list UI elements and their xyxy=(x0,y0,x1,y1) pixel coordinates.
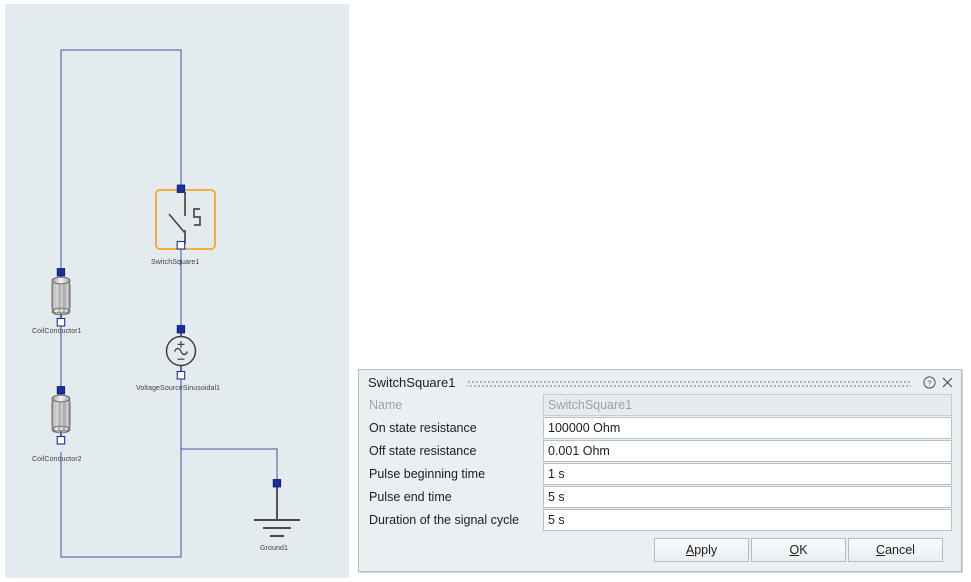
coil1-port-top[interactable] xyxy=(56,268,66,277)
component-ground-1[interactable] xyxy=(254,479,300,538)
plus-icon xyxy=(177,341,185,348)
label-switch-square-1: SwitchSquare1 xyxy=(151,259,200,266)
coil2-striping xyxy=(55,401,67,428)
off-state-resistance-field[interactable]: 0.001 Ohm xyxy=(543,440,952,462)
source-port-bottom[interactable] xyxy=(176,370,186,380)
wire-top-rail xyxy=(60,49,182,272)
switch-blade xyxy=(168,213,186,234)
source-circle xyxy=(165,335,197,367)
circuit-diagram[interactable] xyxy=(5,4,349,578)
coil2-port-top[interactable] xyxy=(56,386,66,395)
label-spacer xyxy=(489,463,543,485)
coil1-striping xyxy=(55,283,67,310)
dialog-field-list: Name SwitchSquare1 On state resistance 1… xyxy=(359,394,961,571)
coil1-top-cap xyxy=(51,276,71,285)
field-row-pulse-beginning-time: Pulse beginning time 1 s xyxy=(369,463,952,485)
titlebar-drag-grip[interactable] xyxy=(467,378,911,388)
apply-mnemonic: A xyxy=(685,543,695,557)
ok-mnemonic: O xyxy=(789,543,800,557)
label-coil-conductor-2: CoilConductor2 xyxy=(32,456,82,463)
switch-port-bottom[interactable] xyxy=(176,240,186,250)
component-switch-square-1[interactable] xyxy=(155,184,216,250)
component-coil-conductor-2[interactable] xyxy=(51,386,71,445)
cancel-mnemonic: C xyxy=(876,543,886,557)
diagram-canvas[interactable]: SwitchSquare1 CoilConductor1 CoilConduct… xyxy=(5,4,349,578)
label-voltage-source-sinusoidal-1: VoltageSourceSinusoidal1 xyxy=(136,385,221,392)
close-icon[interactable] xyxy=(939,374,955,390)
apply-label-rest: pply xyxy=(694,543,718,557)
component-voltage-source-sinusoidal-1[interactable] xyxy=(165,325,197,380)
label-ground-1: Ground1 xyxy=(260,545,288,552)
dialog-button-bar: Apply OK Cancel xyxy=(369,532,952,562)
apply-button[interactable]: Apply xyxy=(654,538,749,562)
coil1-port-bottom[interactable] xyxy=(56,317,66,327)
label-spacer xyxy=(481,417,543,439)
wire-to-ground xyxy=(181,448,278,483)
pulse-beginning-time-field[interactable]: 1 s xyxy=(543,463,952,485)
name-field: SwitchSquare1 xyxy=(543,394,952,416)
field-row-name: Name SwitchSquare1 xyxy=(369,394,952,416)
label-coil-conductor-1: CoilConductor1 xyxy=(32,328,82,335)
coil2-top-cap xyxy=(51,394,71,403)
square-wave-icon xyxy=(193,208,201,226)
field-label-name: Name xyxy=(369,398,403,412)
field-label-pulse-end-time: Pulse end time xyxy=(369,490,452,504)
field-row-off-state-resistance: Off state resistance 0.001 Ohm xyxy=(369,440,952,462)
switch-port-top[interactable] xyxy=(176,184,186,193)
ground-port[interactable] xyxy=(272,479,282,488)
ok-label-rest: K xyxy=(799,543,808,557)
field-label-pulse-beginning-time: Pulse beginning time xyxy=(369,467,486,481)
svg-text:?: ? xyxy=(927,378,931,387)
field-label-off-state-resistance: Off state resistance xyxy=(369,444,477,458)
field-row-on-state-resistance: On state resistance 100000 Ohm xyxy=(369,417,952,439)
dialog-titlebar[interactable]: SwitchSquare1 ? xyxy=(359,370,961,394)
wires xyxy=(60,49,278,558)
component-coil-conductor-1[interactable] xyxy=(51,268,71,327)
ok-button[interactable]: OK xyxy=(751,538,846,562)
cancel-label-rest: ancel xyxy=(885,543,915,557)
pulse-end-time-field[interactable]: 5 s xyxy=(543,486,952,508)
label-spacer xyxy=(406,394,543,416)
dialog-title: SwitchSquare1 xyxy=(368,374,456,390)
field-row-duration-of-the-signal-cycle: Duration of the signal cycle 5 s xyxy=(369,509,952,531)
on-state-resistance-field[interactable]: 100000 Ohm xyxy=(543,417,952,439)
duration-of-the-signal-cycle-field[interactable]: 5 s xyxy=(543,509,952,531)
switch-selection-box xyxy=(155,189,216,250)
sine-wave-icon xyxy=(173,347,189,356)
field-label-duration-of-the-signal-cycle: Duration of the signal cycle xyxy=(369,513,520,527)
label-spacer xyxy=(456,486,543,508)
field-label-on-state-resistance: On state resistance xyxy=(369,421,477,435)
wire-source-to-coil2 xyxy=(60,375,182,558)
field-row-pulse-end-time: Pulse end time 5 s xyxy=(369,486,952,508)
label-spacer xyxy=(480,440,543,462)
label-spacer xyxy=(519,509,543,531)
coil2-port-bottom[interactable] xyxy=(56,435,66,445)
cancel-button[interactable]: Cancel xyxy=(848,538,943,562)
source-port-top[interactable] xyxy=(176,325,186,334)
parameter-dialog[interactable]: SwitchSquare1 ? Name SwitchSquare1 On st… xyxy=(358,369,962,572)
help-circle-icon[interactable]: ? xyxy=(921,374,937,390)
